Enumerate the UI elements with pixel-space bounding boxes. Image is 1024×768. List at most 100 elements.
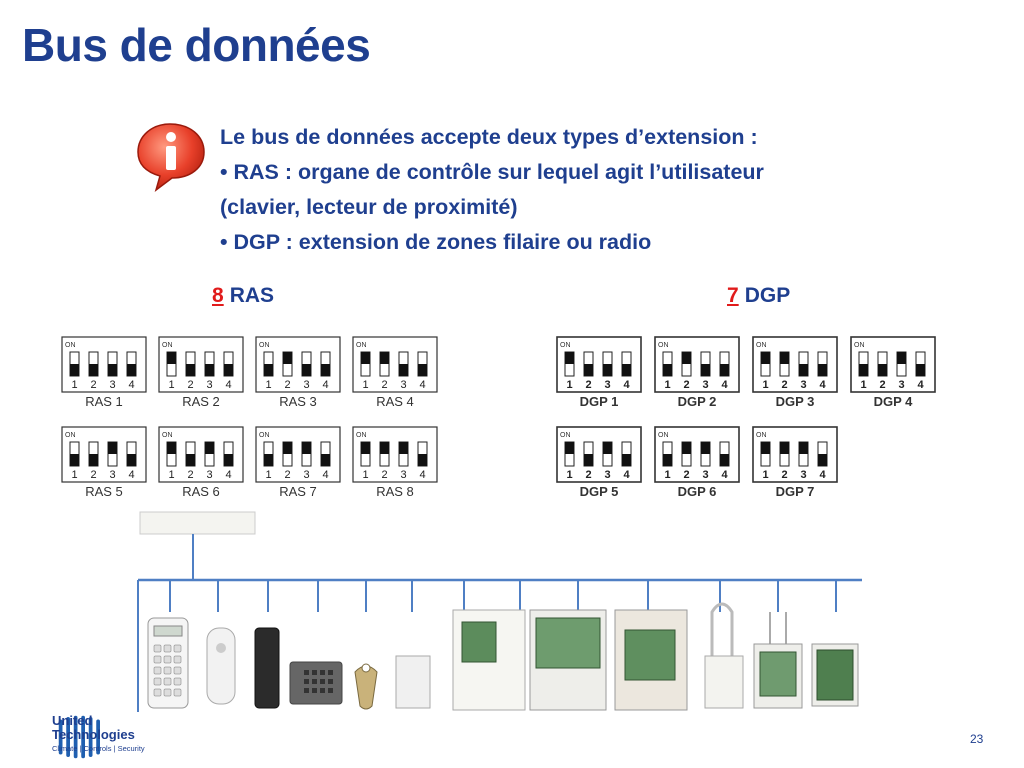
dip-switch-number: 2 (188, 379, 194, 391)
keypad-key (163, 666, 172, 675)
access-keypad-device (289, 661, 343, 705)
info-text-block: Le bus de données accepte deux types d’e… (220, 120, 980, 260)
dip-switch-lever (565, 442, 574, 454)
dip-switch-number: 2 (684, 469, 690, 481)
dip-switch-number: 2 (382, 379, 388, 391)
prox-body (206, 627, 236, 705)
dip-switch-number: 2 (91, 469, 97, 481)
ras-count: 8 (212, 284, 224, 307)
dip-switch-lever (89, 364, 98, 376)
dip-switch-number: 4 (820, 469, 827, 481)
key-fob-device (354, 663, 378, 710)
dip-switch-number: 1 (169, 379, 175, 391)
module-name: RAS 4 (376, 394, 414, 409)
panel-board-device (452, 609, 526, 711)
dip-switch-number: 4 (918, 379, 925, 391)
dip-switch-lever (283, 442, 292, 454)
dip-switch-lever (205, 364, 214, 376)
dip-switch-lever (818, 454, 827, 466)
dip-switch-lever (380, 442, 389, 454)
info-bullet-dgp: • DGP : extension de zones filaire ou ra… (220, 230, 652, 254)
dip-switch-number: 3 (207, 469, 213, 481)
dip-switch-number: 2 (782, 379, 788, 391)
keypad-key (153, 655, 162, 664)
dip-switch-number: 4 (226, 469, 232, 481)
receiver-board (759, 651, 797, 697)
dip-switch-number: 1 (665, 379, 671, 391)
dip-switch-number: 3 (207, 379, 213, 391)
info-icon (137, 123, 205, 192)
dip-switch-number: 3 (110, 379, 116, 391)
dip-switch-number: 4 (722, 469, 729, 481)
dip-switch-number: 1 (72, 379, 78, 391)
dip-switch-lever (127, 454, 136, 466)
dgp-board-pcb (816, 649, 854, 701)
dip-switch-number: 3 (801, 469, 807, 481)
logo-tagline: Climate | Controls | Security (52, 744, 145, 753)
ras-label: RAS (229, 284, 275, 307)
dip-on-label: ON (259, 432, 270, 439)
keypad-key (153, 644, 162, 653)
dip-switch-lever (701, 442, 710, 454)
dip-switch-number: 4 (323, 379, 329, 391)
dip-switch-lever (361, 442, 370, 454)
antenna (710, 602, 734, 660)
dgp-panel-device (614, 609, 688, 711)
module-name: RAS 1 (85, 394, 123, 409)
dip-switch-number: 3 (304, 469, 310, 481)
dgp-count: 7 (727, 284, 739, 307)
dip-switch-lever (720, 364, 729, 376)
logo-line-2: Technologies (52, 727, 135, 742)
dip-on-label: ON (658, 342, 669, 349)
info-line-1: Le bus de données accepte deux types d’e… (220, 125, 758, 149)
access-key (320, 688, 325, 693)
module-name: DGP 6 (678, 484, 717, 499)
dip-on-label: ON (356, 432, 367, 439)
dip-switch-lever (799, 364, 808, 376)
dip-switch-lever (418, 364, 427, 376)
page-title: Bus de données (22, 19, 371, 71)
dip-switch-number: 3 (401, 469, 407, 481)
dip-switch-number: 3 (110, 469, 116, 481)
dip-switch-lever (622, 454, 631, 466)
dgp-label: DGP (744, 284, 791, 307)
module-name: DGP 3 (776, 394, 815, 409)
dip-switch-lever (622, 364, 631, 376)
access-key (328, 688, 333, 693)
dip-switch-number: 1 (763, 469, 769, 481)
dip-switch-lever (283, 352, 292, 364)
dip-switch-number: 4 (624, 379, 631, 391)
dip-switch-lever (584, 364, 593, 376)
dip-switch-number: 4 (420, 469, 426, 481)
access-key (328, 679, 333, 684)
dip-on-label: ON (65, 432, 76, 439)
dip-switch-number: 1 (266, 469, 272, 481)
dip-switch-lever (108, 364, 117, 376)
dip-switch-number: 1 (567, 379, 573, 391)
siren-module-device (704, 602, 744, 709)
keypad-key (163, 655, 172, 664)
access-key (320, 679, 325, 684)
card-reader-body (254, 627, 280, 709)
dip-switch-number: 4 (722, 379, 729, 391)
dip-switch-number: 1 (363, 469, 369, 481)
dip-switch-lever (878, 364, 887, 376)
dip-switch-number: 2 (91, 379, 97, 391)
dip-switch-number: 3 (801, 379, 807, 391)
dip-switch-lever (761, 442, 770, 454)
dip-switch-number: 4 (323, 469, 329, 481)
keypad-key (173, 677, 182, 686)
dip-switch-lever (584, 454, 593, 466)
keypad-key (173, 644, 182, 653)
dip-switch-lever (224, 364, 233, 376)
dip-switch-number: 1 (72, 469, 78, 481)
page-number: 23 (970, 732, 984, 746)
